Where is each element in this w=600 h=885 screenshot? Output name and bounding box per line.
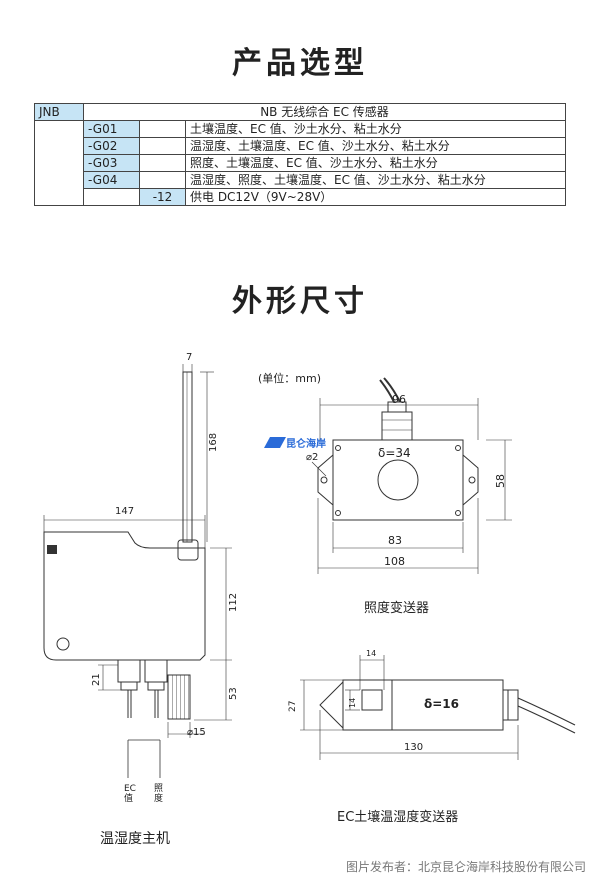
dim-antenna-width: 7: [186, 352, 193, 363]
ec-sensor-caption: EC土壤温湿度变送器: [337, 810, 459, 825]
lux-sensor-drawing: [264, 377, 512, 574]
lux-window: [377, 459, 419, 501]
brand-logo-icon: [47, 545, 57, 554]
dim-lux-inner-width: 83: [388, 534, 402, 547]
dim-lux-total-width: 108: [384, 555, 405, 568]
table-row: -G03 照度、土壤温度、EC 值、沙土水分、粘土水分: [35, 154, 566, 172]
ec-window: [361, 689, 383, 711]
port-label-lux: 照度: [154, 784, 164, 804]
table-row: -G02 温湿度、土壤温度、EC 值、沙土水分、粘土水分: [35, 137, 566, 155]
brand-logo-text: 昆仑海岸: [286, 439, 326, 450]
watermark: 图片发布者：北京昆仑海岸科技股份有限公司: [345, 860, 586, 874]
power-code: -12: [139, 188, 186, 206]
selection-table: JNB NB 无线综合 EC 传感器 -G01 土壤温度、EC 值、沙土水分、粘…: [34, 103, 566, 206]
model-desc: 照度、土壤温度、EC 值、沙土水分、粘土水分: [185, 154, 566, 172]
table-row: -12 供电 DC12V（9V~28V）: [35, 188, 566, 206]
antenna: [182, 371, 193, 543]
dim-probe-diameter: ⌀15: [187, 727, 206, 738]
main-unit-drawing: [43, 364, 232, 778]
port-label-ec: EC值: [124, 784, 136, 804]
dim-ec-window-width: 14: [366, 649, 377, 658]
dim-main-width: 147: [115, 506, 135, 517]
dim-ec-body-height: 27: [288, 700, 298, 712]
model-code: -G04: [83, 171, 140, 189]
dim-lux-outer-height: 58: [494, 474, 507, 488]
ec-window-label: δ=16: [424, 697, 459, 711]
model-code: -G02: [83, 137, 140, 155]
dim-gland: 21: [91, 673, 102, 686]
table-row: -G04 温湿度、照度、土壤温度、EC 值、沙土水分、粘土水分: [35, 171, 566, 189]
dim-main-height: 112: [228, 592, 239, 612]
lux-window-label: δ=34: [378, 446, 411, 460]
model-desc: 温湿度、土壤温度、EC 值、沙土水分、粘土水分: [185, 137, 566, 155]
table-row: -G01 土壤温度、EC 值、沙土水分、粘土水分: [34, 120, 566, 206]
model-code: -G03: [83, 154, 140, 172]
ec-sensor-drawing: [300, 655, 576, 760]
selection-title: 产品选型: [232, 46, 368, 81]
dim-ec-window-height: 14: [348, 697, 357, 708]
main-housing: [43, 531, 206, 661]
dim-lux-outer-width: 96: [392, 393, 406, 406]
lux-sensor-caption: 照度变送器: [364, 601, 430, 616]
model-code: -G01: [83, 120, 140, 138]
brand-logo-icon: [264, 437, 286, 448]
dim-lux-hole: ⌀2: [306, 452, 319, 463]
model-desc: 温湿度、照度、土壤温度、EC 值、沙土水分、粘土水分: [185, 171, 566, 189]
ec-body: [342, 679, 504, 731]
power-desc: 供电 DC12V（9V~28V）: [185, 188, 566, 206]
dimensions-title: 外形尺寸: [232, 284, 368, 319]
main-unit-caption: 温湿度主机: [100, 831, 170, 847]
dim-main-bottom: 53: [228, 687, 239, 700]
dim-ec-length: 130: [404, 742, 424, 753]
dim-antenna-height: 168: [208, 432, 219, 452]
unit-note: (单位：mm): [258, 372, 322, 385]
